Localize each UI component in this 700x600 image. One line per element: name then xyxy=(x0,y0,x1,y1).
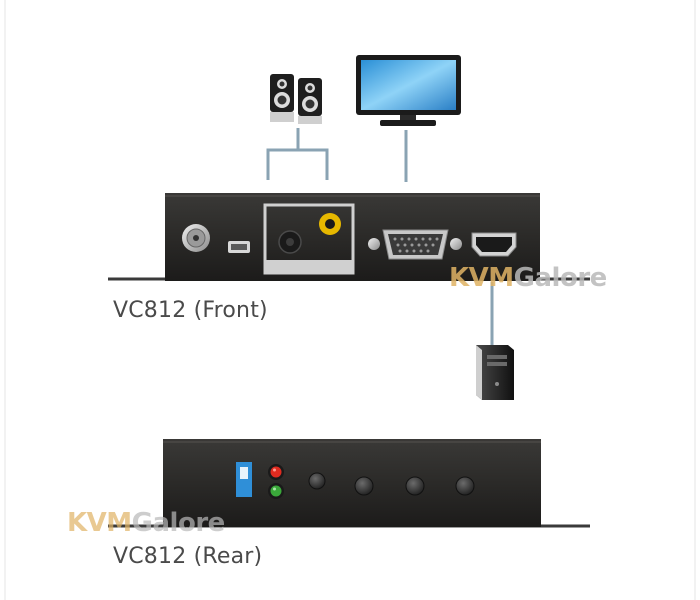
device-body xyxy=(163,439,541,527)
vc812-rear-device xyxy=(108,439,590,528)
watermark-part-a: KVM xyxy=(449,263,514,293)
watermark-rear: KVMGalore xyxy=(67,510,225,536)
watermark-front: KVMGalore xyxy=(449,265,607,291)
cables xyxy=(266,128,494,345)
watermark-part-b: Galore xyxy=(131,508,226,538)
speakers-icon xyxy=(270,74,322,124)
audio-jack-icon xyxy=(278,230,302,254)
watermark-part-a: KVM xyxy=(67,508,132,538)
green-led-icon xyxy=(268,483,284,499)
power-jack-icon xyxy=(182,224,210,252)
vc812-front-device xyxy=(108,193,590,281)
push-button-icon xyxy=(455,476,475,496)
red-led-icon xyxy=(268,464,284,480)
vga-port-icon xyxy=(368,229,462,260)
hdmi-port-icon xyxy=(471,232,517,257)
watermark-part-b: Galore xyxy=(513,263,608,293)
push-button-icon xyxy=(354,476,374,496)
audio-panel xyxy=(263,203,355,275)
rear-caption: VC812 (Rear) xyxy=(113,544,263,569)
tower-pc-icon xyxy=(476,345,514,400)
coaxial-digital-audio-port-icon xyxy=(319,213,341,235)
push-button-icon xyxy=(405,476,425,496)
dip-switch-icon xyxy=(236,462,252,497)
front-caption: VC812 (Front) xyxy=(113,298,268,323)
ir-receiver-icon xyxy=(308,472,326,490)
monitor-icon xyxy=(356,55,461,126)
mini-usb-port-icon xyxy=(228,241,250,253)
audio-cable xyxy=(266,148,329,180)
